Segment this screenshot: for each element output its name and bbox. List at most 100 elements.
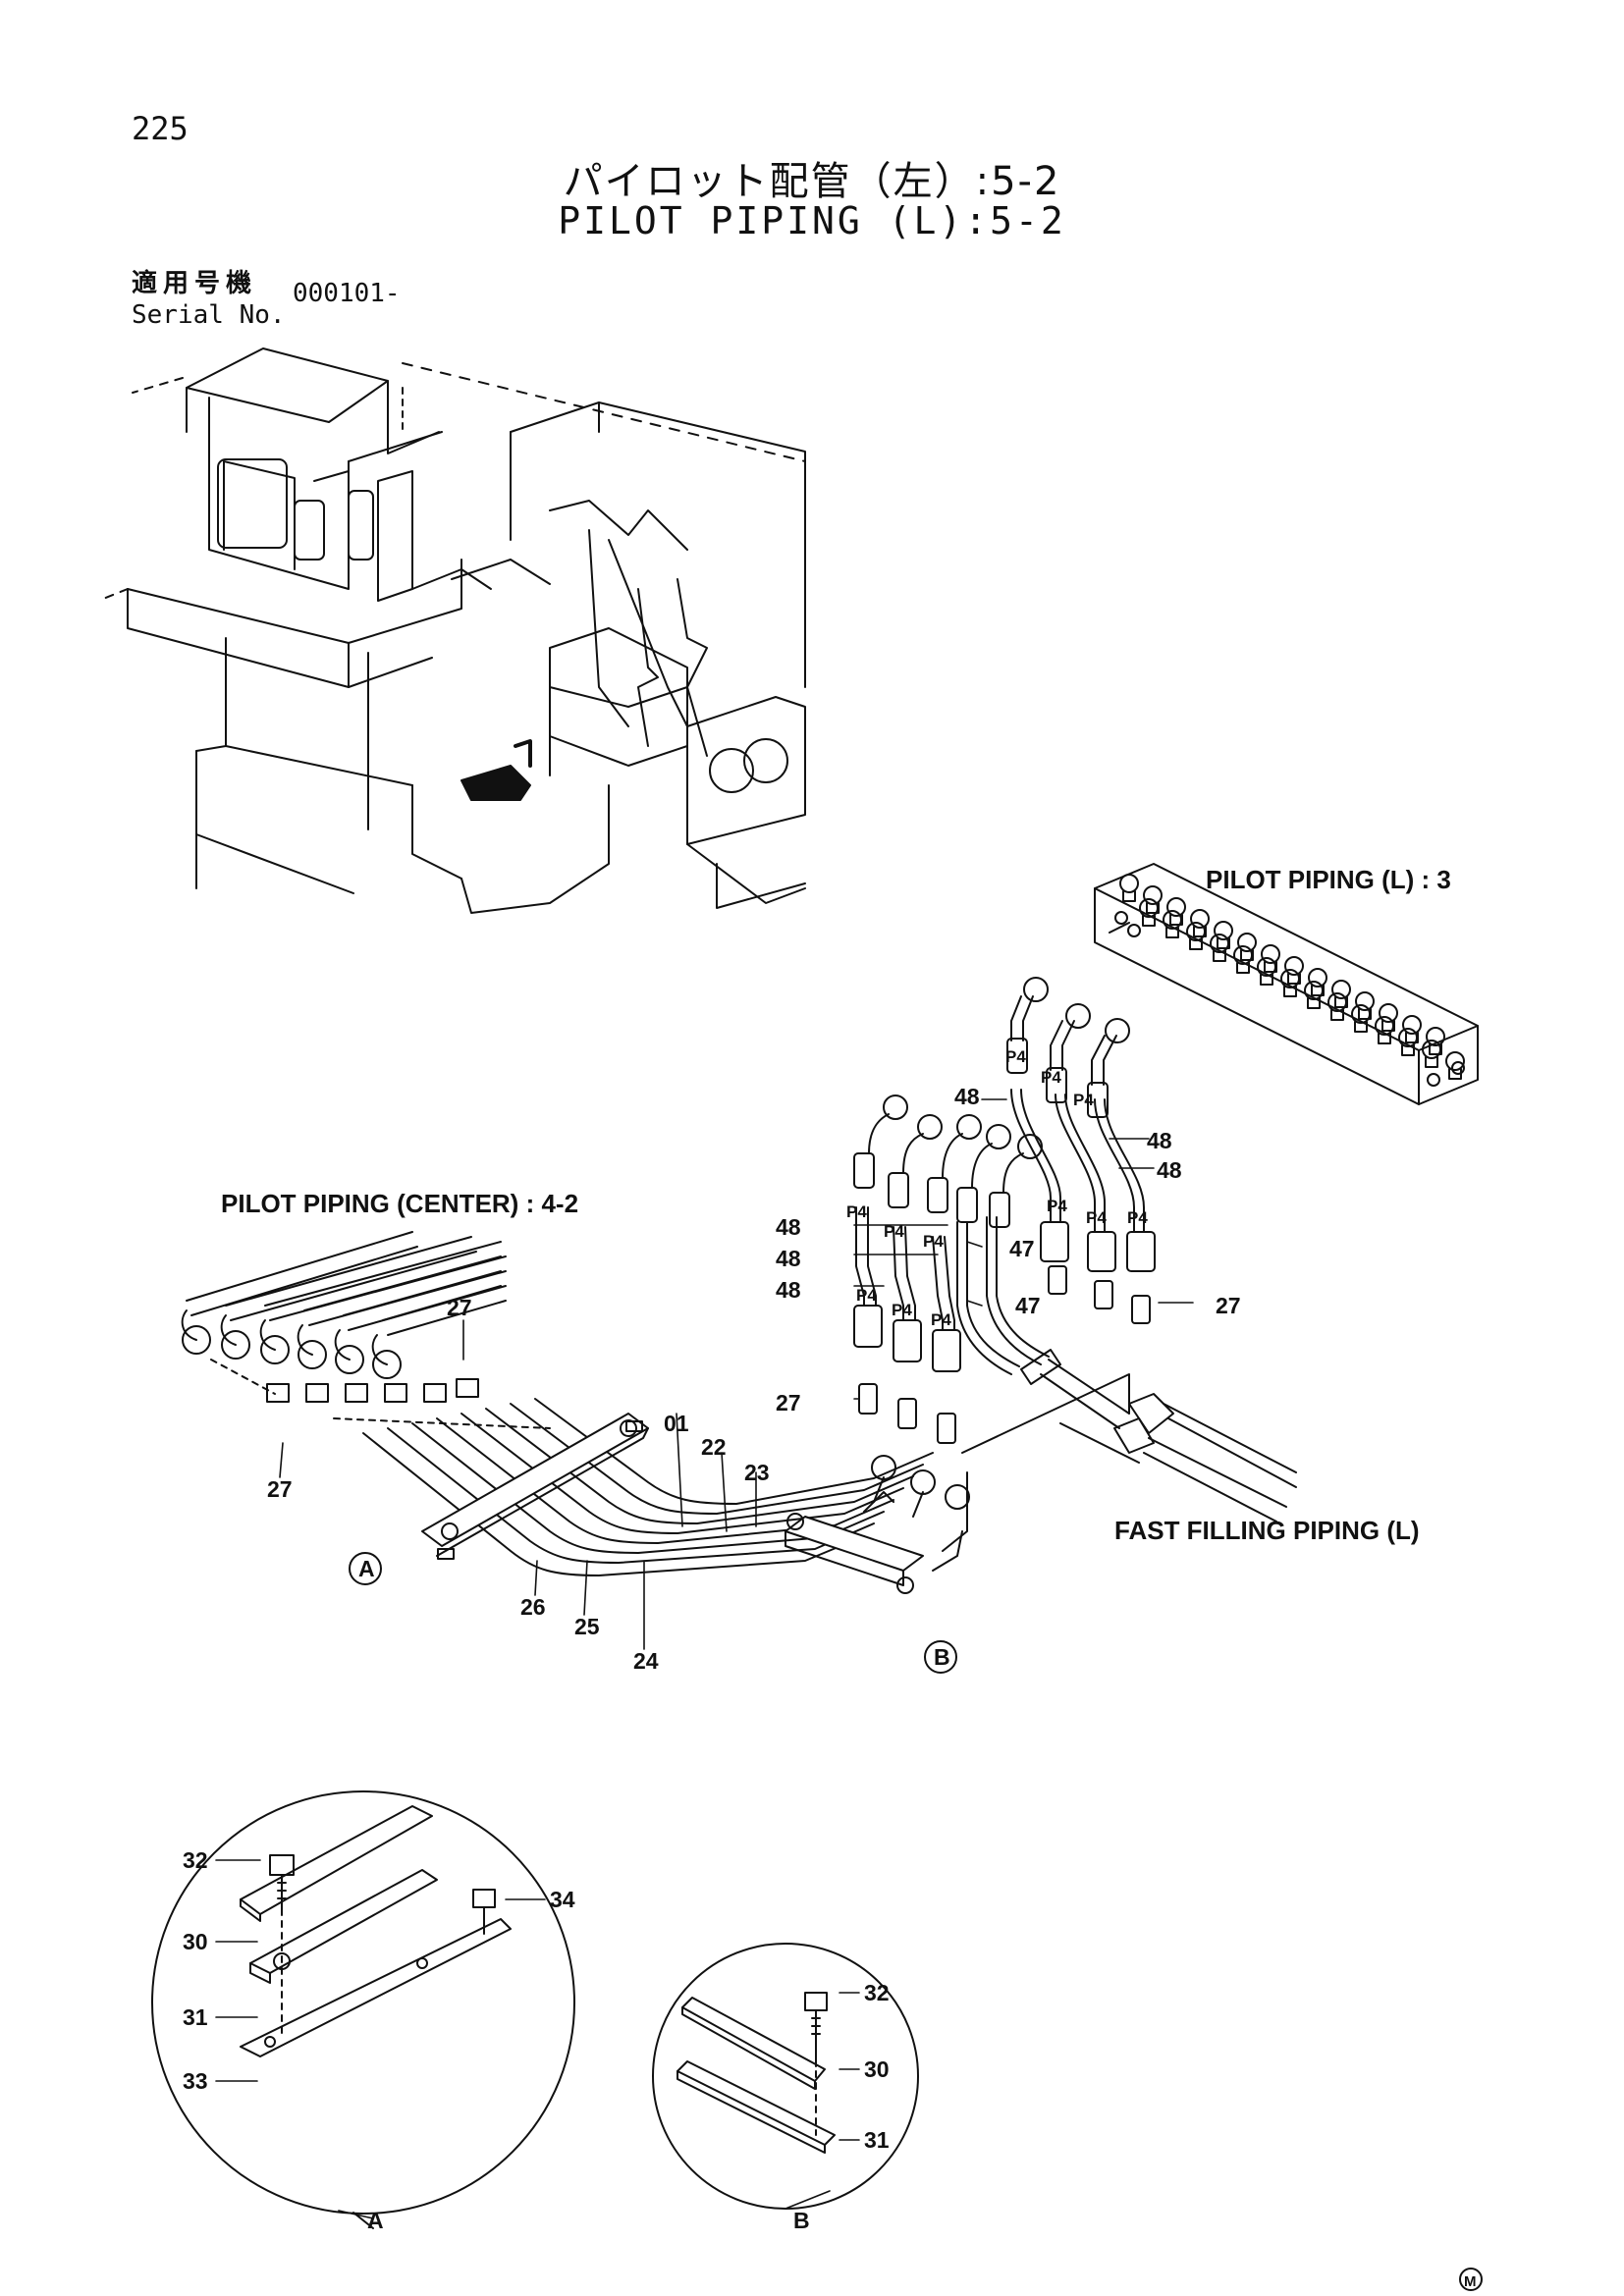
callout-26: 26 xyxy=(520,1594,546,1620)
p4-label: P4 xyxy=(856,1286,877,1305)
callout-34: 34 xyxy=(550,1887,575,1912)
manifold-fitting xyxy=(1351,1004,1371,1024)
manifold-fitting-body xyxy=(1283,986,1297,997)
p4-label: P4 xyxy=(1073,1091,1094,1109)
manifold-fitting-body xyxy=(1378,1033,1391,1044)
manifold-fitting xyxy=(1214,921,1233,940)
manifold-fitting-body xyxy=(1354,1021,1368,1033)
callout-48: 48 xyxy=(776,1214,801,1240)
steel-pipe-bundle xyxy=(362,1398,970,1594)
manifold-fitting-body xyxy=(1425,1056,1438,1068)
footer-mark: M xyxy=(1464,2273,1477,2290)
manifold-fitting xyxy=(1304,981,1324,1000)
p4-label: P4 xyxy=(884,1222,904,1241)
manifold-fitting-body xyxy=(1330,1009,1344,1021)
manifold-fitting xyxy=(1237,933,1257,952)
manifold-fitting xyxy=(1379,1003,1398,1023)
manifold-fitting-body xyxy=(1213,950,1226,962)
serial-label-jp: 適用号機 xyxy=(132,269,258,298)
marker-a-circle xyxy=(349,1552,382,1585)
pilot-hoses xyxy=(853,977,1156,1444)
callout-27: 27 xyxy=(776,1390,801,1415)
manifold-fitting xyxy=(1398,1028,1418,1047)
manifold-fitting-body xyxy=(1260,974,1273,986)
serial-value: 000101- xyxy=(293,279,401,308)
manifold-fitting-body xyxy=(1448,1068,1462,1080)
manifold-fitting xyxy=(1355,991,1375,1011)
callout-22: 22 xyxy=(701,1434,727,1460)
manifold-fitting xyxy=(1257,957,1276,977)
manifold-fitting xyxy=(1261,944,1280,964)
callout-48: 48 xyxy=(954,1084,980,1109)
callout-31: 31 xyxy=(864,2127,890,2153)
manifold-fitting xyxy=(1375,1016,1394,1036)
manifold-fitting xyxy=(1233,945,1253,965)
manifold-fitting-body xyxy=(1122,890,1136,902)
manifold-fitting xyxy=(1284,956,1304,976)
callout-33: 33 xyxy=(183,2068,208,2094)
p4-label: P4 xyxy=(1041,1068,1061,1087)
callout-27: 27 xyxy=(267,1476,293,1502)
manifold-fitting xyxy=(1139,898,1159,918)
callout-48: 48 xyxy=(776,1277,801,1303)
detail-b-label: B xyxy=(793,2208,810,2233)
manifold-fitting-body xyxy=(1236,962,1250,974)
manifold-fitting-body xyxy=(1165,927,1179,938)
manifold-fitting xyxy=(1280,969,1300,988)
manifold-fitting xyxy=(1445,1051,1465,1071)
callout-27: 27 xyxy=(1216,1293,1241,1318)
manifold-fitting xyxy=(1186,922,1206,941)
callout-31: 31 xyxy=(183,2004,208,2030)
page-title-jp: パイロット配管（左）:5-2 xyxy=(563,159,1061,204)
manifold-fitting xyxy=(1308,968,1327,988)
p4-label: P4 xyxy=(931,1310,951,1329)
marker-a-label: A xyxy=(358,1556,375,1581)
leader-lines xyxy=(215,1098,1194,2219)
callout-30: 30 xyxy=(183,1929,208,1954)
p4-label: P4 xyxy=(1127,1208,1148,1227)
footer-mark-circle xyxy=(1459,2268,1483,2291)
callout-47: 47 xyxy=(1015,1293,1041,1318)
callout-48: 48 xyxy=(776,1246,801,1271)
manifold-fitting xyxy=(1210,934,1229,953)
detail-a-label: A xyxy=(367,2208,384,2233)
page-title-en: PILOT PIPING (L):5-2 xyxy=(558,199,1066,242)
ref-pilot-piping-center: PILOT PIPING (CENTER) : 4-2 xyxy=(221,1189,578,1218)
manifold-fitting xyxy=(1143,885,1163,905)
ref-fast-filling-piping: FAST FILLING PIPING (L) xyxy=(1114,1516,1420,1545)
callout-30: 30 xyxy=(864,2056,890,2082)
p4-label: P4 xyxy=(892,1301,912,1319)
manifold-fitting xyxy=(1190,909,1210,929)
p4-label: P4 xyxy=(846,1202,867,1221)
callout-48: 48 xyxy=(1157,1157,1182,1183)
manifold-fitting-body xyxy=(1307,997,1321,1009)
machine-overview-illustration xyxy=(102,347,806,914)
serial-label-en: Serial No. xyxy=(132,300,286,330)
callout-27: 27 xyxy=(447,1295,472,1320)
callout-25: 25 xyxy=(574,1614,600,1639)
callout-01: 01 xyxy=(664,1411,689,1436)
center-piping-hoses xyxy=(181,1231,551,1429)
fast-filling-pipes xyxy=(961,1349,1297,1522)
detail-a-circle xyxy=(151,1790,575,2229)
marker-b-circle xyxy=(924,1640,957,1674)
manifold-fitting xyxy=(1422,1040,1441,1059)
manifold-fitting-body xyxy=(1142,915,1156,927)
callout-24: 24 xyxy=(633,1648,659,1674)
manifold-fitting xyxy=(1166,897,1186,917)
manifold-fittings xyxy=(1119,874,1465,1080)
callout-23: 23 xyxy=(744,1460,770,1485)
ref-pilot-piping-l3: PILOT PIPING (L) : 3 xyxy=(1206,865,1451,894)
marker-b-label: B xyxy=(934,1644,950,1670)
p4-label: P4 xyxy=(1086,1208,1107,1227)
callout-32: 32 xyxy=(864,1980,890,2005)
manifold-fitting-body xyxy=(1401,1044,1415,1056)
manifold-fitting xyxy=(1119,874,1139,893)
manifold-fitting xyxy=(1163,910,1182,930)
p4-label: P4 xyxy=(923,1232,944,1251)
p4-label: P4 xyxy=(1047,1197,1067,1215)
p4-label: P4 xyxy=(1005,1047,1026,1066)
manifold-fitting xyxy=(1426,1027,1445,1046)
manifold-fitting xyxy=(1327,992,1347,1012)
